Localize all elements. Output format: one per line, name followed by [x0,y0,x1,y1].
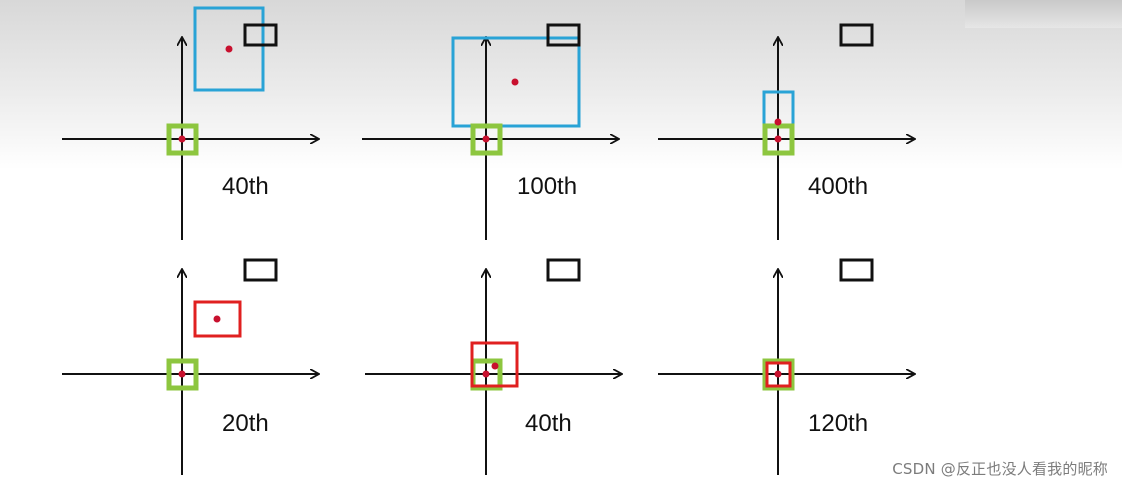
red-box [765,361,792,388]
panel-top-400th: 400th [658,23,914,240]
target-box [546,258,581,282]
origin-point [774,135,782,143]
origin-box [762,358,795,391]
cyan-box [451,36,581,128]
red-box [470,341,519,388]
target-box [546,23,581,47]
panel-label: 120th [808,410,868,437]
panel-label: 40th [222,173,269,200]
target-box [243,258,278,282]
origin-box [166,358,199,391]
panel-bottom-20th: 20th [62,258,318,475]
origin-box [470,123,503,156]
estimate-point [213,315,221,323]
estimate-point [511,78,519,86]
red-box [193,300,242,338]
panel-label: 400th [808,173,868,200]
origin-box [166,123,199,156]
target-box [839,258,874,282]
csdn-watermark: CSDN @反正也没人看我的昵称 [892,460,1108,478]
corner-shade [965,0,1122,28]
origin-box [762,123,795,156]
estimate-point [774,118,782,126]
target-box [839,23,874,47]
panel-top-100th: 100th [362,23,618,240]
origin-point [482,370,490,378]
panel-bottom-40th: 40th [365,258,621,475]
estimate-point [225,45,233,53]
panel-label: 100th [517,173,577,200]
estimate-point [491,362,499,370]
cyan-box [193,6,265,92]
origin-point [178,135,186,143]
origin-point [482,135,490,143]
panel-top-40th: 40th [62,6,318,240]
target-box [243,23,278,47]
panel-bottom-120th: 120th [658,258,914,475]
origin-point [178,370,186,378]
panel-label: 20th [222,410,269,437]
top-gradient-background [0,0,1122,170]
panel-label: 40th [525,410,572,437]
estimate-point [774,370,782,378]
